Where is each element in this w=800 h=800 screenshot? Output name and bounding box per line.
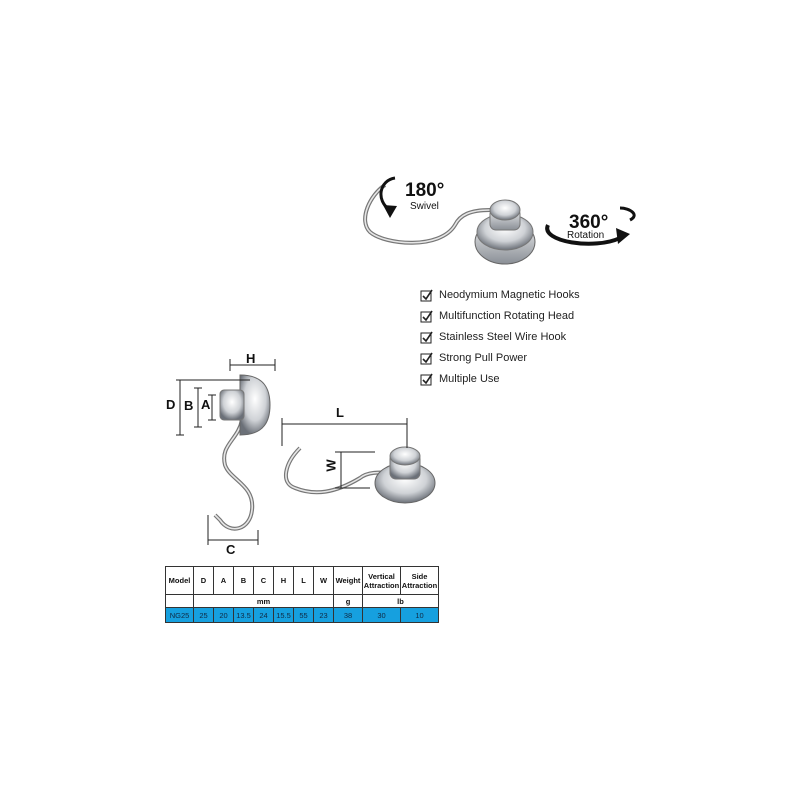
feature-label: Strong Pull Power <box>439 352 528 364</box>
spec-table: Model D A B C H L W Weight Vertical Attr… <box>165 566 439 623</box>
cell-w: 23 <box>313 607 334 623</box>
cell-vertical-attraction: 30 <box>362 607 401 623</box>
rotation-label: Rotation <box>567 230 605 241</box>
swivel-hook-illustration <box>363 176 636 265</box>
unit-mm: mm <box>193 594 334 608</box>
header-vertical-attraction: Vertical Attraction <box>362 566 401 595</box>
feature-item: Neodymium Magnetic Hooks <box>420 286 640 304</box>
feature-label: Multifunction Rotating Head <box>439 310 575 322</box>
dimension-label-H: H <box>246 351 256 366</box>
cell-model: NG25 <box>165 607 194 623</box>
unit-empty <box>165 594 194 608</box>
swivel-arrow-icon <box>383 205 397 218</box>
header-a: A <box>213 566 234 595</box>
spec-table-header-row: Model D A B C H L W Weight Vertical Attr… <box>165 566 439 595</box>
spec-table-unit-row: mm g lb <box>165 594 439 608</box>
cell-b: 13.5 <box>233 607 254 623</box>
header-weight: Weight <box>333 566 363 595</box>
header-h: H <box>273 566 294 595</box>
cell-l: 55 <box>293 607 314 623</box>
swivel-degrees: 180° <box>405 180 445 201</box>
checkbox-checked-icon <box>420 331 433 343</box>
table-row: NG25 25 20 13.5 24 15.5 55 23 38 30 10 <box>165 607 439 623</box>
cell-side-attraction: 10 <box>400 607 439 623</box>
swivel-label: Swivel <box>410 201 439 212</box>
feature-item: Strong Pull Power <box>420 349 640 367</box>
unit-lb: lb <box>362 594 439 608</box>
rotation-degrees: 360° <box>569 212 609 233</box>
unit-g: g <box>333 594 363 608</box>
header-model: Model <box>165 566 194 595</box>
dimension-label-C: C <box>226 542 236 557</box>
cell-h: 15.5 <box>273 607 294 623</box>
feature-item: Multiple Use <box>420 370 640 388</box>
feature-label: Neodymium Magnetic Hooks <box>439 289 580 301</box>
rotation-arrow-icon <box>616 228 630 244</box>
dimension-label-A: A <box>201 397 211 412</box>
feature-item: Stainless Steel Wire Hook <box>420 328 640 346</box>
checkbox-checked-icon <box>420 352 433 364</box>
checkbox-checked-icon <box>420 310 433 322</box>
checkbox-checked-icon <box>420 373 433 385</box>
cell-d: 25 <box>193 607 214 623</box>
header-c: C <box>253 566 274 595</box>
cell-a: 20 <box>213 607 234 623</box>
header-b: B <box>233 566 254 595</box>
cell-c: 24 <box>253 607 274 623</box>
cell-weight: 38 <box>333 607 363 623</box>
header-side-attraction: Side Attraction <box>400 566 439 595</box>
hook-dimension-diagram-horizontal <box>281 418 436 504</box>
dimension-label-W: W <box>323 459 339 472</box>
dimension-label-L: L <box>336 405 344 420</box>
header-w: W <box>313 566 334 595</box>
header-l: L <box>293 566 314 595</box>
feature-item: Multifunction Rotating Head <box>420 307 640 325</box>
feature-label: Stainless Steel Wire Hook <box>439 331 567 343</box>
hook-dimension-diagram-vertical <box>176 359 276 545</box>
dimension-label-B: B <box>184 398 194 413</box>
header-d: D <box>193 566 214 595</box>
checkbox-checked-icon <box>420 289 433 301</box>
feature-label: Multiple Use <box>439 373 500 385</box>
dimension-label-D: D <box>166 397 176 412</box>
